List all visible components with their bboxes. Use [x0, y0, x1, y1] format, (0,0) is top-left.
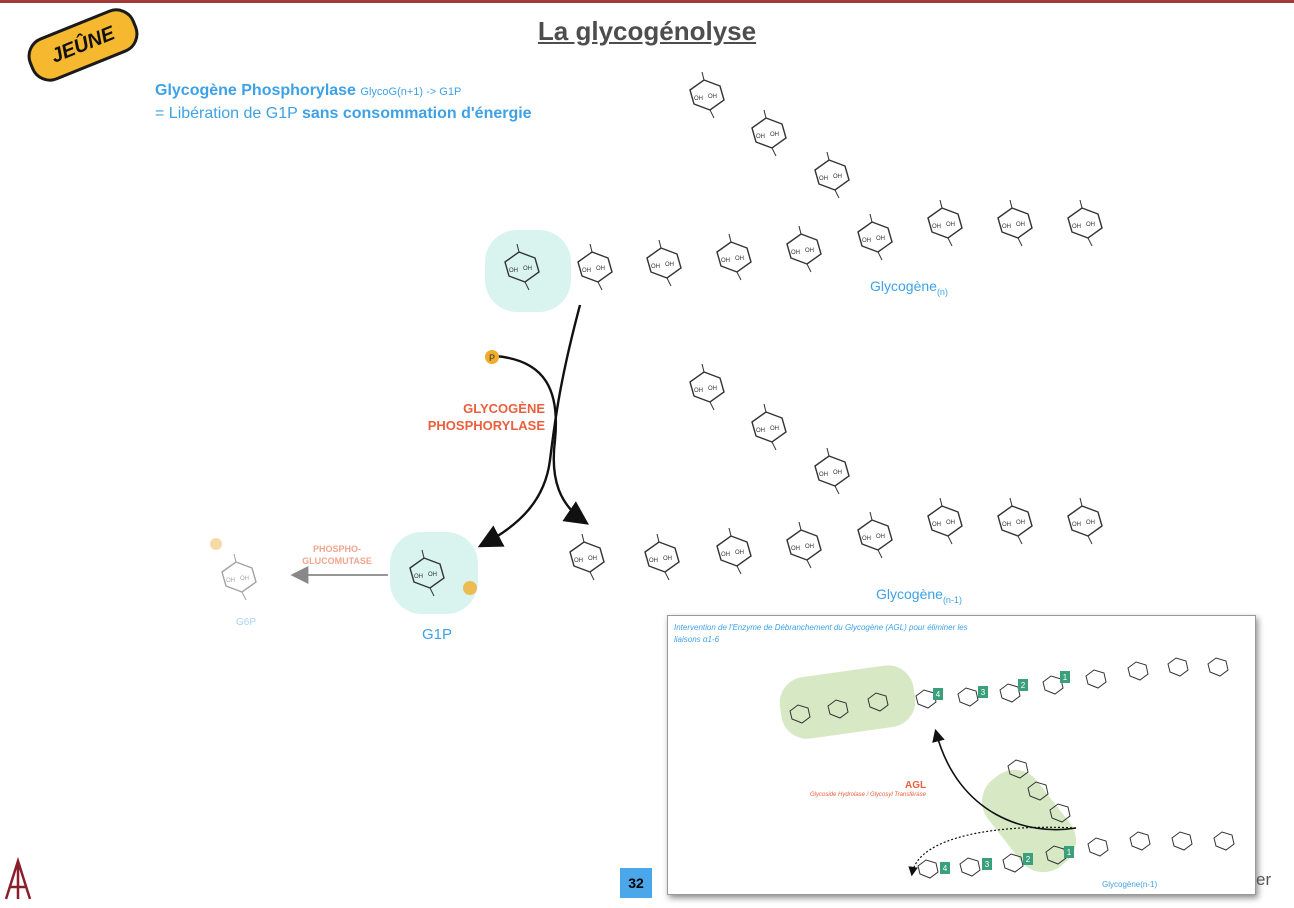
inset-number-boxes-top: 4 3 2 1: [933, 671, 1070, 700]
svg-text:4: 4: [936, 690, 941, 699]
svg-text:1: 1: [1067, 848, 1072, 857]
g6p-label: G6P: [236, 617, 257, 628]
branch-highlight-top: [779, 665, 916, 739]
svg-text:1: 1: [1063, 673, 1068, 682]
phosphoglucomutase-label: PHOSPHO- GLUCOMUTASE: [302, 544, 372, 566]
g6p-phosphate-icon: [210, 538, 222, 550]
slide-title: La glycogénolyse: [537, 16, 757, 46]
agl-label: AGL: [905, 780, 927, 791]
glycogen-n-1-label: Glycogène(n-1): [876, 586, 962, 605]
release-text: = Libération de G1P: [155, 105, 298, 122]
svg-text:3: 3: [985, 860, 990, 869]
inset-bottom-chain: [917, 759, 1235, 879]
g1p-label: G1P: [422, 626, 453, 643]
enzyme-reaction: GlycoG(n+1) -> G1P: [360, 86, 462, 98]
agl-detail: Glycoside Hydrolase / Glycosyl Transféra…: [810, 792, 926, 798]
agl-transfer-arrow: [932, 728, 1077, 831]
debranching-inset: Intervention de l'Enzyme de Débranchemen…: [667, 615, 1256, 895]
energy-text: sans consommation d'énergie: [301, 105, 532, 122]
phosphate-icon: [485, 350, 499, 364]
glycogen-n-label: Glycogène(n): [870, 278, 948, 297]
university-logo: [4, 856, 32, 900]
corner-text: er: [1256, 870, 1272, 889]
glycogen-n-chain: [504, 71, 1103, 291]
enzyme-heading: Glycogène Phosphorylase GlycoG(n+1) -> G…: [155, 80, 532, 125]
svg-text:2: 2: [1021, 681, 1026, 690]
g1p-phosphate-icon: [463, 581, 477, 595]
inset-number-boxes-bottom: 4 3 2 1: [940, 846, 1074, 874]
phosphate-symbol: P: [489, 353, 495, 363]
to-glycogen-arrow: [494, 354, 589, 525]
to-g1p-arrow: [477, 304, 582, 548]
top-rule: [0, 0, 1294, 3]
svg-text:3: 3: [981, 688, 986, 697]
g6p-molecule: [221, 553, 257, 601]
enzyme-name: Glycogène Phosphorylase: [155, 82, 356, 99]
agl-hydrolysis-arrow: [908, 826, 1077, 877]
svg-text:2: 2: [1026, 855, 1031, 864]
phosphorylase-label: GLYCOGÈNE PHOSPHORYLASE: [427, 401, 545, 433]
inset-glycogen-label: Glycogène(n-1): [1102, 880, 1158, 889]
glycogen-n-1-chain: [569, 363, 1103, 581]
inset-diagram: 4 3 2 1 4 3 2 1: [779, 657, 1235, 879]
page-number: 32: [620, 868, 652, 898]
inset-caption: Intervention de l'Enzyme de Débranchemen…: [674, 623, 968, 644]
svg-text:4: 4: [943, 864, 948, 873]
